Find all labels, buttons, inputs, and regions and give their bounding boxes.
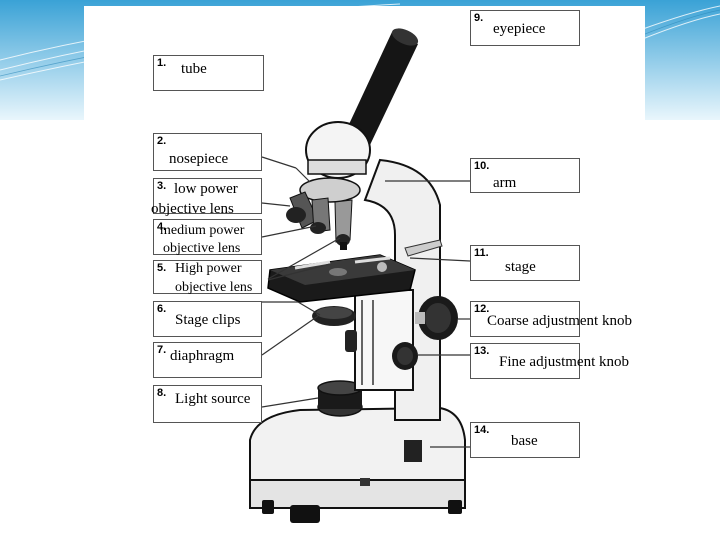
label-box-low-power-objective: 3. low power objective lens <box>151 178 262 217</box>
label-text: High power <box>175 261 242 276</box>
label-box-nosepiece: 2. nosepiece <box>153 133 262 171</box>
label-box-tube: 1. tube <box>153 55 264 91</box>
label-text: eyepiece <box>493 21 546 37</box>
nosepiece-shape <box>286 177 361 250</box>
head-shape <box>305 121 371 179</box>
label-text-line2: objective lens <box>151 201 234 217</box>
label-number: 2. <box>157 135 167 147</box>
label-box-base: 14. base <box>470 422 580 458</box>
label-text: diaphragm <box>170 348 235 364</box>
label-number: 3. <box>157 180 167 192</box>
label-box-fine-adjustment-knob: 13. Fine adjustment knob <box>470 343 629 379</box>
label-text-line2: objective lens <box>175 280 253 295</box>
label-text: stage <box>505 259 536 275</box>
label-text: Stage clips <box>175 312 241 328</box>
fine-knob-shape <box>392 342 418 370</box>
label-box-light-source: 8. Light source <box>153 385 262 423</box>
label-number: 5. <box>157 262 167 274</box>
label-text: nosepiece <box>169 151 229 167</box>
label-text: base <box>511 433 538 449</box>
label-text: Light source <box>175 391 251 407</box>
label-box-medium-power-objective: 4. medium power objective lens <box>153 219 262 256</box>
label-text: low power <box>174 181 238 197</box>
tube-shape <box>344 28 419 145</box>
diaphragm-shape <box>312 306 356 326</box>
label-number: 10. <box>474 160 490 172</box>
label-text: medium power <box>160 223 245 238</box>
label-box-arm: 10. arm <box>470 158 580 193</box>
stage-shape <box>267 239 443 303</box>
label-box-diaphragm: 7. diaphragm <box>153 342 262 378</box>
label-number: 9. <box>474 12 484 24</box>
leader-lines <box>261 156 471 448</box>
label-number: 4. <box>157 221 167 233</box>
label-number: 1. <box>157 57 167 69</box>
label-box-eyepiece: 9. eyepiece <box>470 10 580 46</box>
label-number: 13. <box>474 345 490 357</box>
label-number: 6. <box>157 303 167 315</box>
label-text: Fine adjustment knob <box>499 354 629 370</box>
label-text: arm <box>493 175 517 191</box>
label-number: 14. <box>474 424 490 436</box>
label-text: tube <box>181 61 207 77</box>
base-shape <box>249 406 466 523</box>
light-source-shape <box>317 380 363 417</box>
label-box-high-power-objective: 5. High power objective lens <box>153 260 262 295</box>
label-text: Coarse adjustment knob <box>487 313 632 329</box>
label-box-stage: 11. stage <box>470 245 580 281</box>
coarse-knob-shape <box>345 296 458 352</box>
label-number: 12. <box>474 303 490 315</box>
label-number: 7. <box>157 344 167 356</box>
label-box-coarse-adjustment-knob: 12. Coarse adjustment knob <box>470 301 632 337</box>
label-number: 8. <box>157 387 167 399</box>
label-number: 11. <box>474 247 489 259</box>
label-box-stage-clips: 6. Stage clips <box>153 301 262 337</box>
label-text-line2: objective lens <box>163 241 241 256</box>
